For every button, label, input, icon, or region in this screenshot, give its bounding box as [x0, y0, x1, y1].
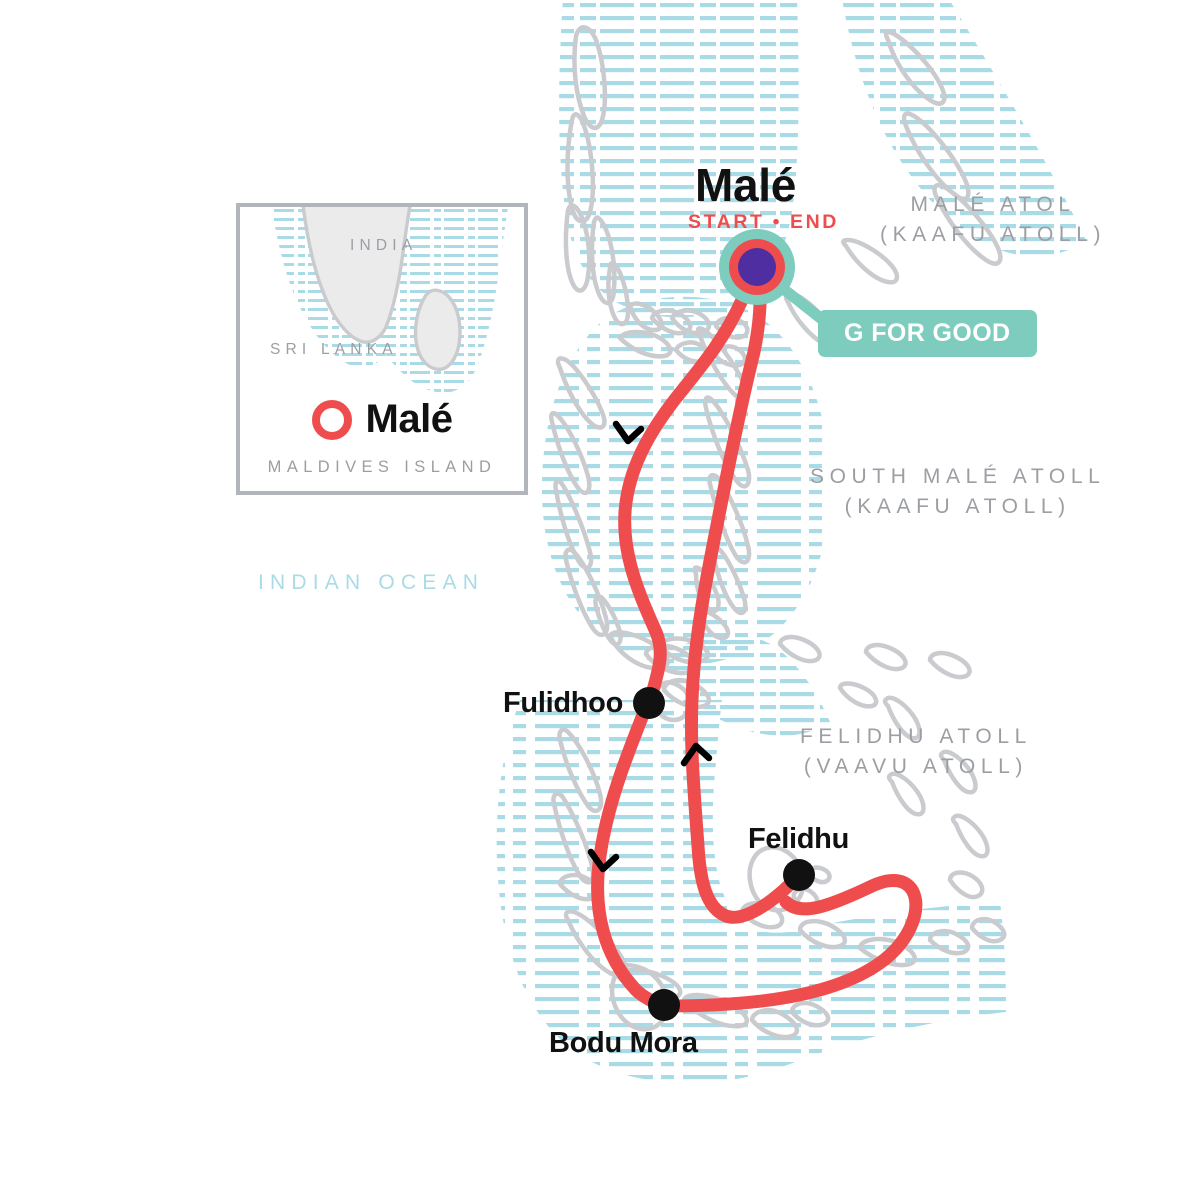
route-fulidhoo-bodumora: [591, 695, 669, 1012]
chevron-down-icon: [612, 420, 645, 445]
ocean-label: INDIAN OCEAN: [258, 571, 485, 594]
stop-dot-fulidhoo: [633, 687, 665, 719]
atoll-label-male: MALÉ ATOL (KAAFU ATOLL): [880, 190, 1106, 251]
atoll-label-felidhu: FELIDHU ATOLL (VAAVU ATOLL): [800, 722, 1032, 783]
inset-map-graphic: [271, 207, 509, 393]
atoll-label-south-male-line2: (KAAFU ATOLL): [844, 495, 1071, 519]
page-title: Malé: [695, 159, 797, 211]
route-felidhu-male: [684, 293, 805, 924]
city-label-bodu-mora: Bodu Mora: [549, 1027, 698, 1059]
chevron-down-icon: [587, 848, 620, 873]
atoll-label-male-line2: (KAAFU ATOLL): [880, 223, 1107, 247]
route-direction-arrows: [587, 420, 713, 873]
stop-dot-felidhu: [783, 859, 815, 891]
inset-caption: MALDIVES ISLAND: [267, 458, 497, 476]
route-outbound: [618, 293, 749, 709]
inset-label-sri-lanka: SRI LANKA: [270, 341, 398, 358]
inset-capital-row: Malé: [240, 397, 524, 442]
capital-ring-icon: [311, 399, 352, 440]
city-label-fulidhoo: Fulidhoo: [503, 687, 624, 719]
chevron-up-icon: [680, 742, 713, 767]
atoll-label-felidhu-line1: FELIDHU ATOLL: [800, 725, 1032, 748]
inset-locator-map: INDIA SRI LANKA Malé MALDIVES ISLAND: [236, 203, 528, 495]
g-for-good-badge[interactable]: G FOR GOOD: [818, 310, 1037, 357]
atoll-label-south-male-line1: SOUTH MALÉ ATOLL: [810, 465, 1106, 488]
reef-shapes: [496, 0, 1086, 1084]
g-for-good-label: G FOR GOOD: [844, 319, 1011, 347]
stop-markers: [633, 687, 815, 1021]
inset-capital-label: Malé: [365, 397, 453, 441]
stop-dot-bodu-mora: [648, 989, 680, 1021]
atoll-label-male-line1: MALÉ ATOL: [910, 193, 1076, 216]
start-end-label: START • END: [688, 211, 839, 233]
inset-label-india: INDIA: [350, 237, 418, 254]
start-end-marker[interactable]: [719, 229, 795, 305]
atoll-label-felidhu-line2: (VAAVU ATOLL): [803, 755, 1029, 779]
atoll-label-south-male: SOUTH MALÉ ATOLL (KAAFU ATOLL): [810, 462, 1105, 523]
city-label-felidhu: Felidhu: [748, 823, 850, 855]
route-bodumora-felidhu: [657, 874, 923, 1013]
